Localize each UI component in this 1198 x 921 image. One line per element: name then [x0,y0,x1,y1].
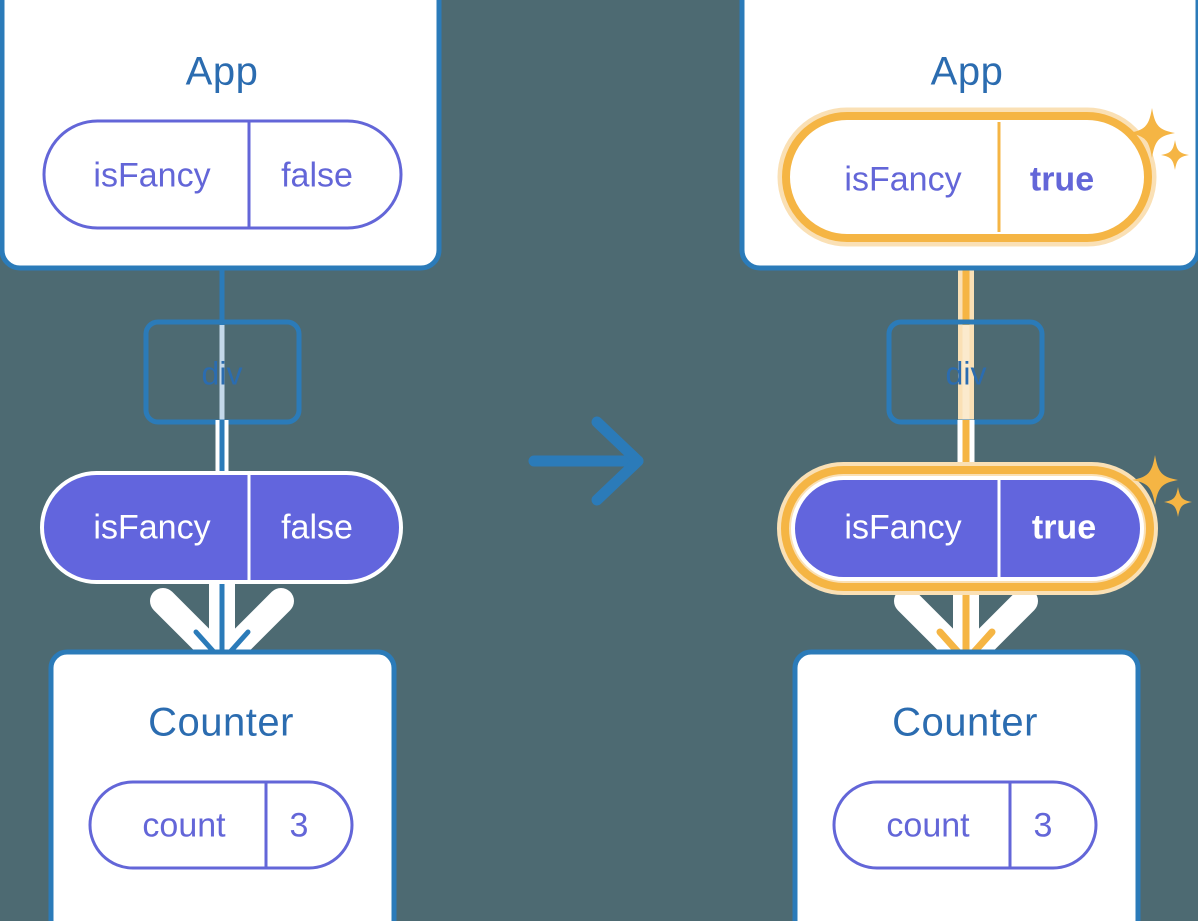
counter-state-value-before: 3 [289,806,309,845]
counter-state-pill-before [88,780,354,870]
app-state-pill-before [42,119,403,230]
counter-state-key-before: count [142,806,226,845]
app-state-value-after: true [1029,160,1095,199]
div-label-before: div [201,355,243,392]
prop-value-after: true [1031,508,1097,547]
app-title-before: App [185,49,259,94]
prop-pill-after [791,476,1144,581]
sparkle-icon-app-after [1129,108,1189,170]
app-state-key-after: isFancy [844,160,962,199]
transition-arrow-icon [528,416,644,506]
panel-before [0,0,442,921]
counter-title-after: Counter [892,700,1038,745]
app-state-value-before: false [281,156,353,195]
div-label-after: div [945,355,987,392]
counter-state-pill-after [832,780,1098,870]
prop-value-before: false [281,508,353,547]
prop-pill-before [40,471,403,584]
prop-pill-ring-after [781,466,1154,591]
panel-after [739,0,1198,921]
prop-key-after: isFancy [844,508,962,547]
counter-state-value-after: 3 [1033,806,1053,845]
counter-title-before: Counter [148,700,294,745]
prop-key-before: isFancy [93,508,211,547]
app-state-pill-ring-after [782,112,1152,242]
counter-state-key-after: count [886,806,970,845]
app-title-after: App [930,49,1004,94]
sparkle-icon-prop-after [1132,455,1192,517]
app-state-key-before: isFancy [93,156,211,195]
